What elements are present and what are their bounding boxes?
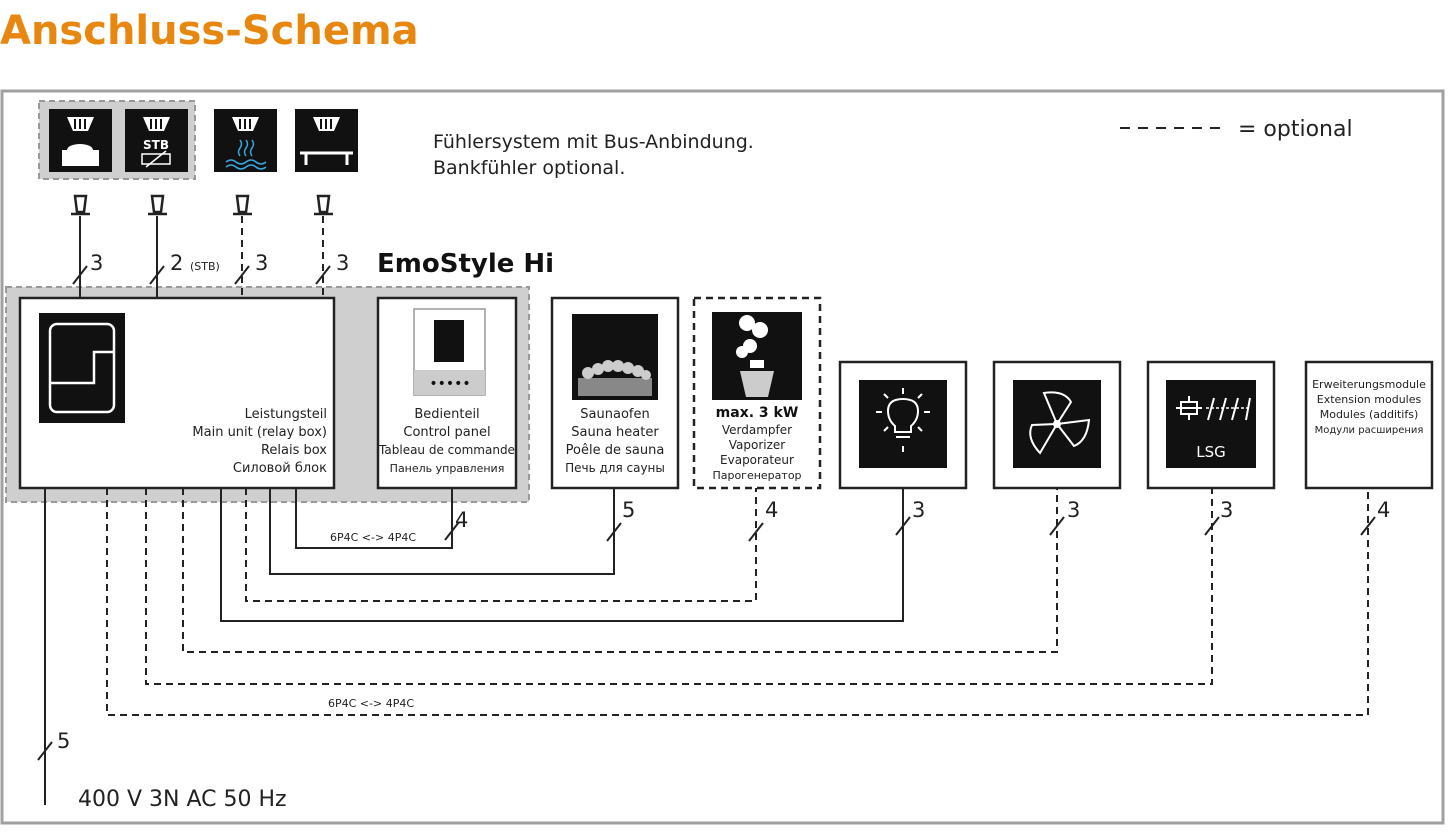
diagram-frame [0,89,1445,825]
sauna-heater-label-1: Saunaofen [580,407,649,422]
sensor-connector-2 [148,194,167,216]
wire-control-panel-adapter: 6P4C <-> 4P4C [330,531,416,544]
wire-fan-count: 3 [1067,498,1080,522]
extension-label-2: Extension modules [1317,393,1422,406]
wire-extension-adapter: 6P4C <-> 4P4C [328,697,414,710]
legend-label: = optional [1238,117,1353,142]
stb-sensor-icon: STB [125,109,188,172]
relay-icon: LSG [1166,380,1256,468]
sensor-wire-1-count: 3 [90,251,103,275]
power-supply-wire-count: 5 [57,729,70,753]
sensor-wire-4 [315,216,331,298]
sensor-wire-1 [72,216,88,298]
vaporizer-label-1: Verdampfer [722,423,792,437]
sauna-heater-label-4: Печь для сауны [565,461,665,475]
wire-light-count: 3 [912,498,925,522]
wire-vaporizer [245,488,764,602]
stove-sensor-icon [49,109,112,172]
wire-lsg-count: 3 [1220,498,1233,522]
power-supply-label: 400 V 3N AC 50 Hz [78,787,287,812]
sauna-heater-label-2: Sauna heater [571,425,659,440]
vaporizer-label-2: Vaporizer [729,438,786,452]
lsg-label: LSG [1196,443,1226,461]
extension-label-3: Modules (additifs) [1320,408,1419,421]
wire-control-panel [295,488,460,549]
page-title: Anschluss-Schema [0,8,419,54]
extension-module-box [1304,360,1434,490]
main-unit-icon [39,313,125,423]
sauna-heater-icon [572,314,658,400]
humidity-sensor-icon [214,109,277,172]
main-unit-label-1: Leistungsteil [245,407,327,422]
sensor-wire-2-stb: (STB) [190,260,220,273]
light-bulb-icon [859,380,947,468]
control-panel-label-2: Control panel [403,425,490,440]
product-name: EmoStyle Hi [377,249,554,279]
wire-vaporizer-count: 4 [765,498,778,522]
main-unit-label-3: Relais box [261,443,327,458]
wire-control-panel-count: 4 [455,508,468,532]
wire-light [220,488,911,622]
control-panel-label-4: Панель управления [390,462,505,475]
control-panel-dots: ••••• [429,376,470,392]
sensor-connector-1 [71,194,90,216]
main-unit-label-4: Силовой блок [233,461,327,476]
sensor-wire-2-count: 2 [170,251,183,275]
stb-label: STB [143,138,169,152]
control-panel-icon: ••••• [413,308,486,396]
sensor-wire-3 [234,216,250,298]
vaporizer-icon [712,312,802,400]
power-supply-wire [37,488,53,805]
vaporizer-power: max. 3 kW [716,405,799,421]
wire-extension [106,488,1376,716]
wire-sauna-heater-count: 5 [622,498,635,522]
main-unit-label-2: Main unit (relay box) [192,425,327,440]
extension-label-4: Модули расширения [1315,425,1424,436]
wire-sauna-heater [269,488,622,575]
control-panel-label-3: Tableau de commande [378,443,515,457]
sensor-note-line1: Fühlersystem mit Bus-Anbindung. [433,131,754,153]
sauna-heater-label-3: Poêle de sauna [566,443,665,458]
fan-icon [1013,380,1101,468]
control-panel-label-1: Bedienteil [414,407,479,422]
bench-sensor-icon [295,109,358,172]
sensor-wire-4-count: 3 [336,251,349,275]
sensor-connector-3 [233,194,252,216]
sensor-connector-4 [314,194,333,216]
wire-fan [182,488,1065,653]
vaporizer-label-4: Парогенератор [712,469,801,482]
sensor-wire-2 [149,216,165,298]
sensor-note-line2: Bankfühler optional. [433,157,625,179]
sensor-wire-3-count: 3 [255,251,268,275]
extension-label-1: Erweiterungsmodule [1312,378,1426,391]
wire-extension-count: 4 [1377,498,1390,522]
wire-lsg [145,488,1220,685]
vaporizer-label-3: Evaporateur [720,453,794,467]
